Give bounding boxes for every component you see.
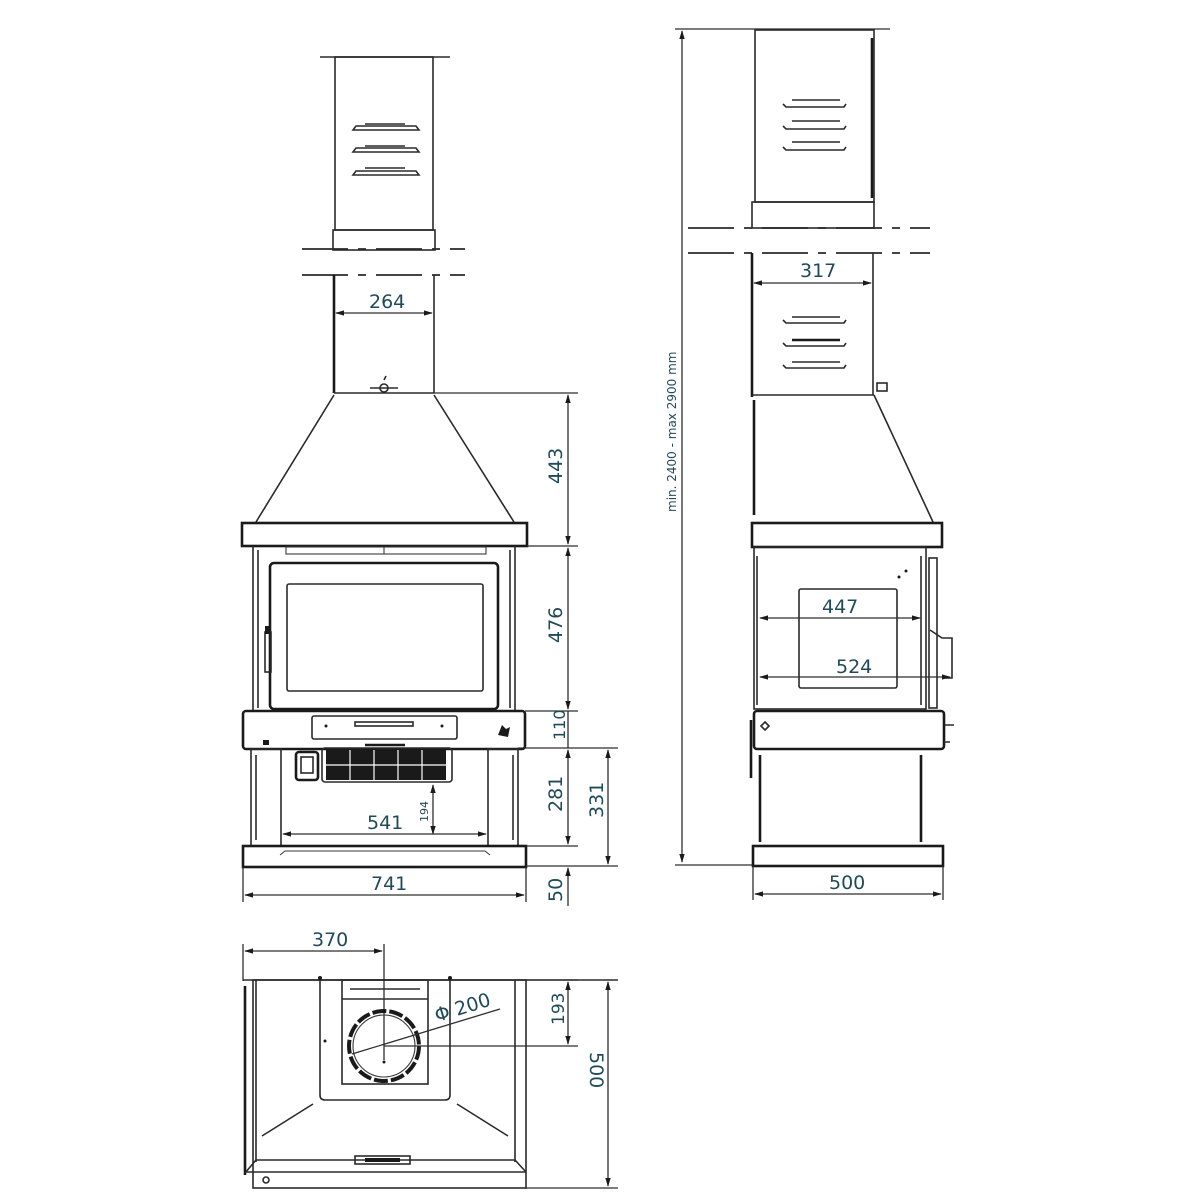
air-grille-icon xyxy=(294,747,453,783)
side-vent-slots-icon xyxy=(782,99,847,151)
dim-total-height-range: min. 2400 - max 2900 mm xyxy=(665,352,679,512)
dim-grille-height: 194 xyxy=(418,801,431,822)
vent-slots-icon xyxy=(351,123,421,176)
dim-overall-width: 741 xyxy=(371,873,407,895)
top-view: 370 Φ 200 193 xyxy=(242,929,618,1189)
side-vent-slots-lower-icon xyxy=(782,316,847,369)
dim-base-total-height: 331 xyxy=(586,782,608,818)
dim-top-overall-depth: 500 xyxy=(585,1052,607,1088)
damper-knob-icon xyxy=(370,375,398,393)
dim-base-opening-height: 281 xyxy=(545,776,567,812)
side-view: min. 2400 - max 2900 mm 317 xyxy=(665,28,954,900)
dim-flue-depth: 317 xyxy=(800,260,836,282)
dim-flue-center-offset: 370 xyxy=(312,929,348,951)
dim-firebox-depth-outer: 524 xyxy=(836,656,872,678)
dim-hood-height: 443 xyxy=(545,448,567,484)
front-view: 264 xyxy=(240,56,618,906)
dim-firebox-height: 476 xyxy=(545,607,567,643)
dim-flue-center-from-back: 193 xyxy=(549,993,569,1025)
dim-ash-drawer-height: 110 xyxy=(550,709,569,740)
logo-mark-icon xyxy=(498,725,510,737)
dim-base-opening-width: 541 xyxy=(367,812,403,834)
dim-flue-diameter: Φ 200 xyxy=(432,989,493,1027)
dim-plinth-height: 50 xyxy=(545,878,567,902)
dim-firebox-depth-inner: 447 xyxy=(822,596,858,618)
dim-side-overall-depth: 500 xyxy=(829,872,865,894)
dim-flue-width: 264 xyxy=(369,291,405,313)
